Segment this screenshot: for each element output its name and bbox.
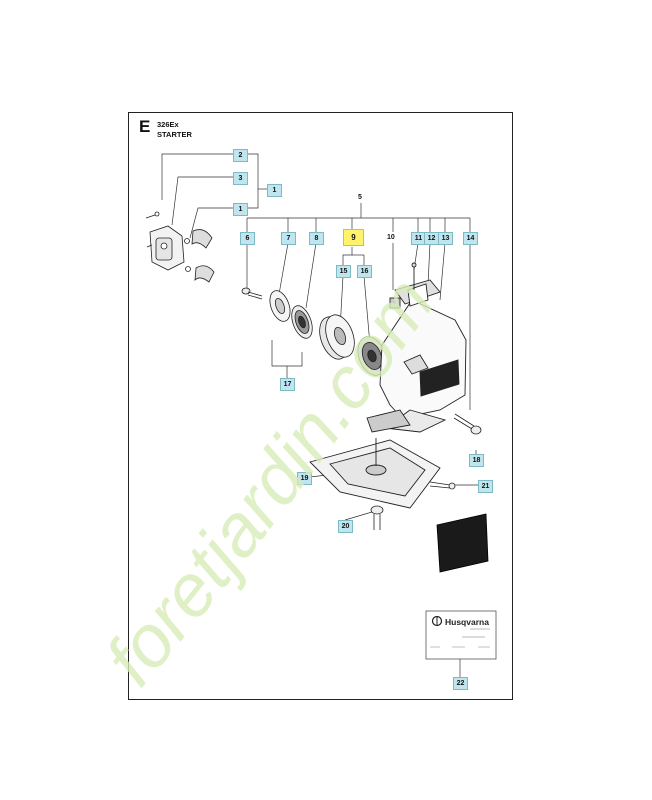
callout-22[interactable]: 22 [453, 677, 468, 690]
leader-1b [189, 207, 233, 239]
diagram-frame [128, 112, 513, 700]
callout-19[interactable]: 19 [297, 472, 312, 485]
leader-bracket [240, 153, 259, 209]
screw-21 [429, 481, 456, 490]
callout-13[interactable]: 13 [438, 232, 453, 245]
screw-6 [241, 287, 263, 300]
section-letter: E [139, 117, 151, 136]
callout-5[interactable]: 5 [358, 194, 362, 201]
callout-18[interactable]: 18 [469, 454, 484, 467]
callout-1-lower[interactable]: 1 [233, 203, 248, 216]
handle-parts [145, 211, 215, 283]
spring-plate-7 [269, 290, 291, 322]
callout-9-highlighted[interactable]: 9 [343, 229, 364, 246]
callout-15[interactable]: 15 [336, 265, 351, 278]
callout-10[interactable]: 10 [387, 234, 395, 241]
callout-6[interactable]: 6 [240, 232, 255, 245]
screw-18 [453, 413, 482, 435]
section-title: STARTER [157, 130, 192, 139]
callout-20[interactable]: 20 [338, 520, 353, 533]
callout-21[interactable]: 21 [478, 480, 493, 493]
recoil-spring-8 [291, 305, 313, 339]
callout-1[interactable]: 1 [267, 184, 282, 197]
brand-text: Husqvarna [445, 617, 489, 627]
label-card-22 [425, 610, 497, 660]
callout-16[interactable]: 16 [357, 265, 372, 278]
callout-12[interactable]: 12 [424, 232, 439, 245]
callout-17[interactable]: 17 [280, 378, 295, 391]
decal-plate [436, 513, 489, 573]
screw-20 [370, 505, 384, 530]
callout-7[interactable]: 7 [281, 232, 296, 245]
model-name: 326Ex [157, 120, 179, 129]
callout-3[interactable]: 3 [233, 172, 248, 185]
rope-pulley-15 [319, 314, 355, 360]
callout-14[interactable]: 14 [463, 232, 478, 245]
spring-16 [357, 336, 387, 376]
callout-8[interactable]: 8 [309, 232, 324, 245]
base-plate-19 [309, 438, 441, 509]
leader-3 [171, 176, 233, 226]
starter-housing [366, 262, 467, 433]
callout-2[interactable]: 2 [233, 149, 248, 162]
leader-2 [161, 153, 233, 200]
